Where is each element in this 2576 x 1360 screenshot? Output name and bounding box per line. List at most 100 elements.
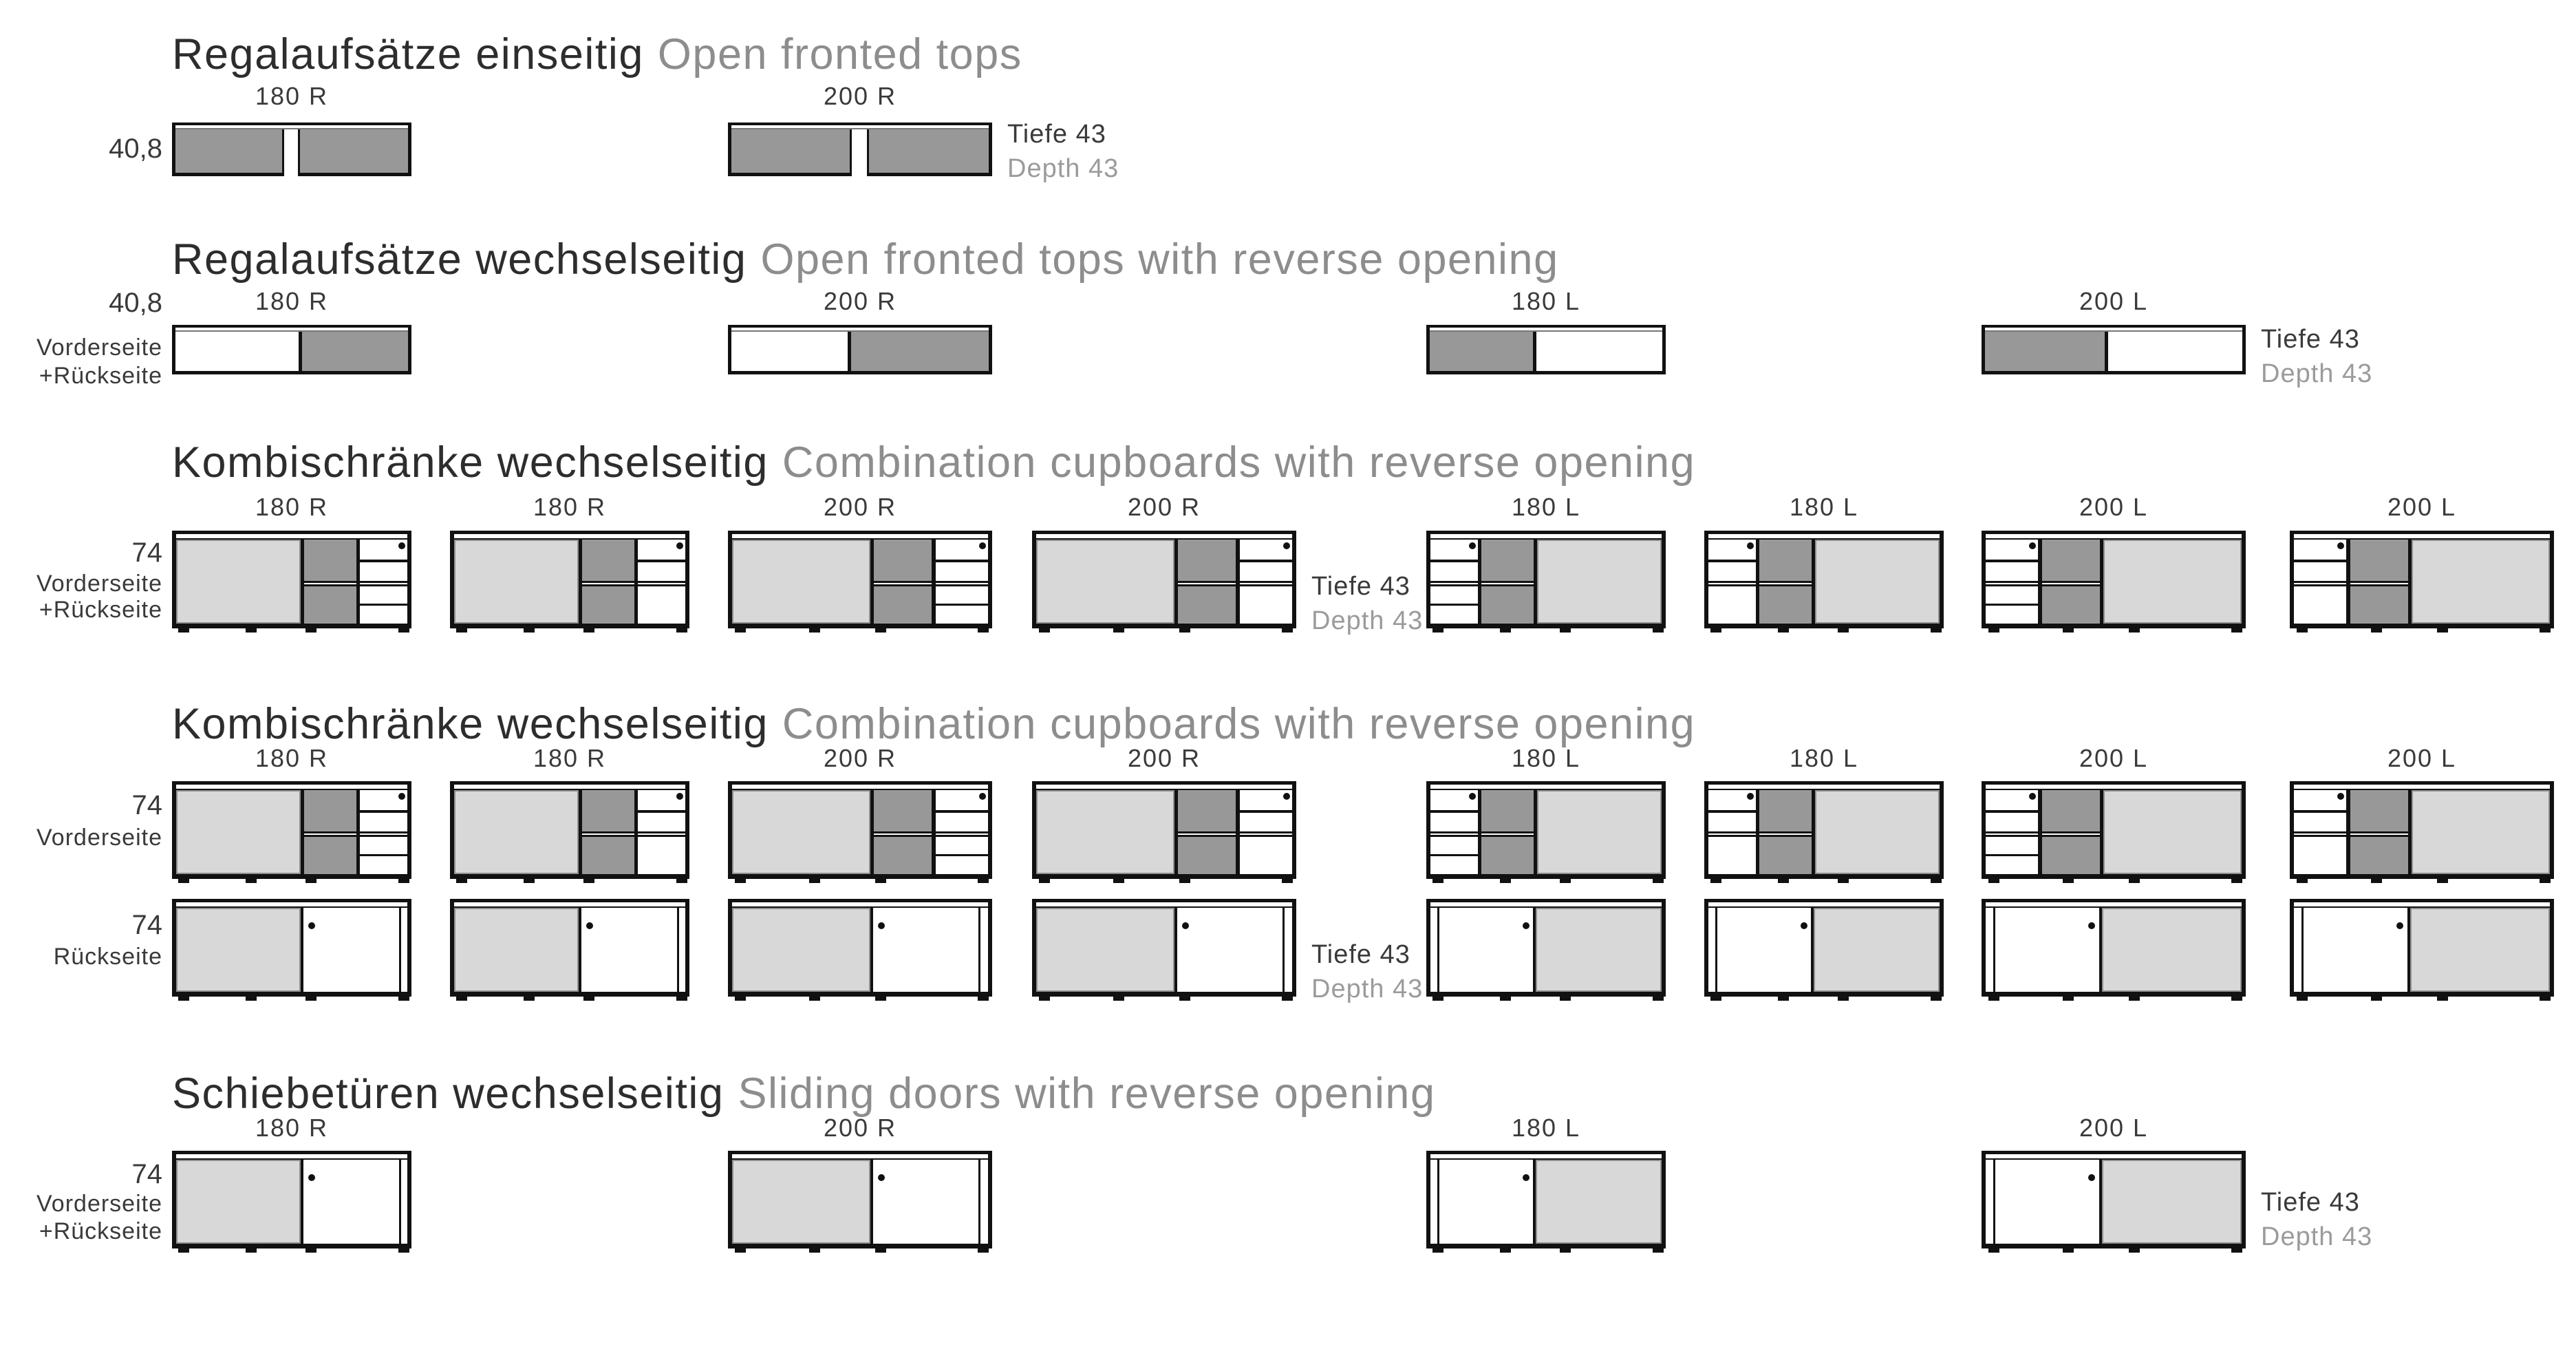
sliding-door-gray [1814,790,1940,874]
door-divider [301,908,304,992]
cabinet-foot [676,878,687,883]
dimension-label: 200 R [823,493,897,521]
cabinet-top-panel [1708,785,1940,790]
cabinet-foot [734,1248,746,1253]
cabinet-foot [245,996,257,1001]
cabinet-foot [978,1248,989,1253]
shelf-column-dark [2350,540,2408,624]
cabinet-foot [398,878,409,883]
cabinet-180-L-combi-2drawer [1704,781,1944,883]
cabinet-foot [1499,996,1511,1001]
cabinet-front [1036,790,1292,874]
cabinet-front [1708,540,1940,624]
drawer-mid-divider [1430,580,1478,586]
cabinet-foot [398,628,409,633]
cabinet-top-panel [176,902,407,908]
handle-dot [308,1173,315,1181]
shelf-column-dark [304,540,357,624]
shelf-column-dark [874,790,932,874]
cabinet-foot [1652,996,1664,1001]
cabinet-top-panel [175,328,408,332]
section-title-de: Kombischränke wechselseitig [172,700,769,748]
cabinet-foot [2062,878,2074,883]
shelf-mid-divider [1759,580,1812,586]
handle-dot [978,793,986,800]
cabinet-180-L-combi-2drawer [1704,531,1944,633]
cabinet-200-L-combi-2drawer [2290,781,2554,883]
door-divider [579,908,582,992]
cabinet-foot [1838,628,1849,633]
drawer-mid-divider [1708,831,1756,837]
handle-dot [878,922,886,929]
shelf-mid-divider [582,580,635,586]
section-title-de: Regalaufsätze einseitig [172,30,644,78]
cabinet-foot [1710,628,1722,633]
depth-label-de: Tiefe 43 [2261,325,2360,354]
cabinet-foot [178,996,190,1001]
cabinet-foot [456,996,468,1001]
cabinet-200-L-slider [2290,899,2554,1001]
sliding-door-gray [1036,540,1174,624]
row-label: +Rückseite [39,1218,162,1244]
depth-label-de: Tiefe 43 [2261,1188,2360,1217]
drawer-mid-divider [935,831,988,837]
cabinet-foot [2062,628,2074,633]
cabinet-foot [2540,878,2551,883]
handle-dot [1182,922,1190,929]
drawer-divider [360,810,407,813]
section-title-en: Combination cupboards with reverse openi… [782,438,1696,487]
row-label: Vorderseite [36,1191,162,1217]
cabinet-foot [2370,628,2382,633]
open-shelf-gray-panel [1430,332,1534,371]
drawer-column [1708,790,1756,874]
shelf-mid-divider [2350,580,2408,586]
drawer-divider [1708,810,1756,813]
door-edge-line [676,908,679,992]
sliding-door-gray [2410,908,2550,992]
drawer-column [935,790,988,874]
row-label: Vorderseite [36,825,162,851]
cabinet-foot [1838,996,1849,1001]
dimension-label: 180 R [533,493,607,521]
cabinet-foot [2540,996,2551,1001]
drawer-column [360,540,407,624]
cabinet-front [1430,332,1662,371]
handle-dot [1747,542,1754,550]
cabinet-foot [456,878,468,883]
depth-label-de: Tiefe 43 [1007,120,1106,149]
drawer-divider [638,810,685,813]
row-label: 40,8 [109,134,162,164]
drawer-column [638,540,685,624]
door-divider [1174,908,1177,992]
shelf-column-dark [304,790,357,874]
depth-label-en: Depth 43 [2261,359,2373,388]
cabinet-foot [1988,996,1999,1001]
door-divider [1532,1160,1536,1244]
cabinet-front [2294,540,2550,624]
cabinet-front [1430,540,1662,624]
cabinet-front [1985,332,2242,371]
cabinet-foot [2062,996,2074,1001]
shelf-column-dark [1481,790,1534,874]
shelf-column-dark [2350,790,2408,874]
cabinet-foot [875,996,887,1001]
cabinet-front [1986,790,2242,874]
handle-dot [398,793,406,800]
cabinet-top-panel [732,785,988,790]
cabinet-foot [1652,878,1664,883]
section-title-de: Schiebetüren wechselseitig [172,1070,724,1118]
panel-divider [847,332,851,371]
cabinet-top-panel [2294,785,2550,790]
cabinet-foot [2296,996,2308,1001]
dimension-label: 180 L [1789,744,1859,772]
shelf-column-dark [874,540,932,624]
cabinet-foot [1988,1248,1999,1253]
cabinet-foot [2231,878,2243,883]
drawer-divider [1430,560,1478,562]
cabinet-foot [1499,1248,1511,1253]
sliding-door-gray [1036,790,1174,874]
cabinet-top-panel [176,1154,407,1160]
cabinet-foot [178,1248,190,1253]
cabinet-top-panel [732,1154,988,1160]
